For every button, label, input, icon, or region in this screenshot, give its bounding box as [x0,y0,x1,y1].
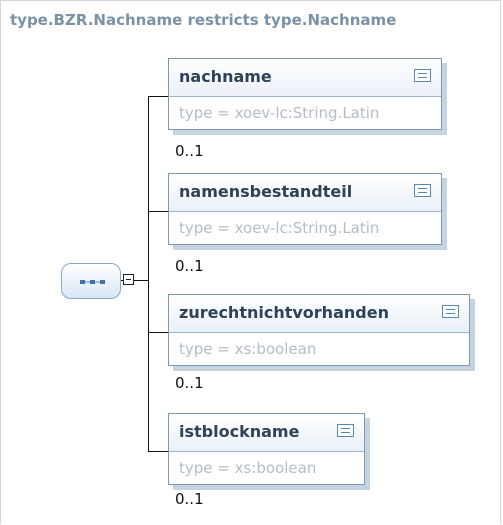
element-header [169,174,441,212]
documentation-icon[interactable] [337,424,354,437]
diagram-title: type.BZR.Nachname restricts type.Nachnam… [10,11,397,29]
divider [169,332,469,333]
connector-branch [148,332,168,333]
cardinality: 0..1 [175,374,204,392]
connector-branch [148,96,168,97]
element-box: namensbestandteil type = xoev-lc:String.… [168,173,442,245]
element-nachname[interactable]: nachname type = xoev-lc:String.Latin [168,58,447,135]
collapse-toggle[interactable] [123,274,134,285]
connector-vertical [148,96,149,451]
element-type: type = xs:boolean [179,340,317,358]
divider [169,96,441,97]
cardinality: 0..1 [175,142,204,160]
element-type: type = xoev-lc:String.Latin [179,219,380,237]
sequence-compositor-icon [80,280,105,284]
element-type: type = xoev-lc:String.Latin [179,104,380,122]
cardinality: 0..1 [175,257,204,275]
divider [169,211,441,212]
documentation-icon[interactable] [414,69,431,82]
element-box: zurechtnichtvorhanden type = xs:boolean [168,294,470,366]
element-box: istblockname type = xs:boolean [168,413,365,485]
element-namensbestandteil[interactable]: namensbestandteil type = xoev-lc:String.… [168,173,447,250]
element-name: nachname [179,67,272,86]
element-zurechtnichtvorhanden[interactable]: zurechtnichtvorhanden type = xs:boolean [168,294,475,371]
cardinality: 0..1 [175,490,204,508]
connector-branch [148,451,168,452]
element-header [169,295,469,333]
element-box: nachname type = xoev-lc:String.Latin [168,58,442,130]
connector-trunk [134,280,148,281]
sequence-compositor[interactable] [61,263,121,299]
element-istblockname[interactable]: istblockname type = xs:boolean [168,413,370,490]
element-name: istblockname [179,422,300,441]
element-name: namensbestandteil [179,182,353,201]
documentation-icon[interactable] [414,184,431,197]
documentation-icon[interactable] [442,305,459,318]
connector-branch [148,211,168,212]
divider [169,451,364,452]
connector-stub [121,280,123,281]
element-header [169,414,364,452]
element-header [169,59,441,97]
element-name: zurechtnichtvorhanden [179,303,389,322]
element-type: type = xs:boolean [179,459,317,477]
